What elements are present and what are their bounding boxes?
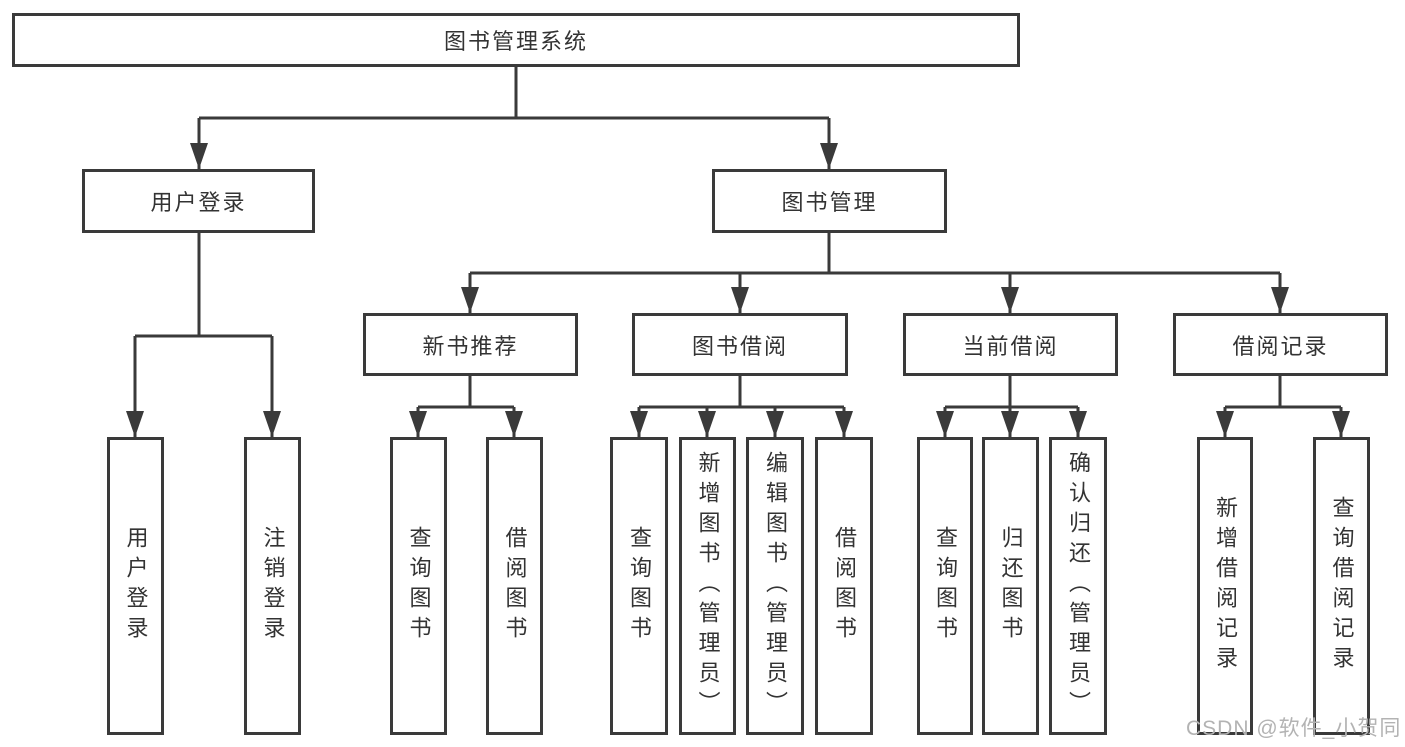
connector-new-book-branch [409, 376, 523, 437]
node-query-books-current: 查询图书 [917, 437, 973, 735]
node-user-login-action: 用户登录 [107, 437, 164, 735]
node-add-borrow-record: 新增借阅记录 [1197, 437, 1253, 735]
node-logout-action: 注销登录 [244, 437, 301, 735]
connector-book-borrowing-branch [630, 376, 853, 437]
node-query-borrow-record: 查询借阅记录 [1313, 437, 1370, 735]
node-confirm-return-admin: 确认归还（管理员） [1049, 437, 1107, 735]
node-borrow-books-borrowing: 借阅图书 [815, 437, 873, 735]
node-user-login: 用户登录 [82, 169, 315, 233]
node-borrowing-records: 借阅记录 [1173, 313, 1388, 376]
csdn-watermark: CSDN @软件_小贺同学 [1186, 717, 1402, 740]
node-query-books-borrowing: 查询图书 [610, 437, 668, 735]
node-return-books: 归还图书 [982, 437, 1039, 735]
connector-root-to-level2 [190, 67, 838, 169]
node-current-borrowing: 当前借阅 [903, 313, 1118, 376]
node-library-management-system: 图书管理系统 [12, 13, 1020, 67]
node-borrow-books-new-book: 借阅图书 [486, 437, 543, 735]
connector-user-login-branch [126, 233, 281, 437]
node-book-borrowing: 图书借阅 [632, 313, 848, 376]
node-edit-books-admin: 编辑图书（管理员） [746, 437, 804, 735]
node-book-management: 图书管理 [712, 169, 947, 233]
node-add-books-admin: 新增图书（管理员） [679, 437, 736, 735]
connector-borrowing-records-branch [1216, 376, 1350, 437]
node-query-books-new-book: 查询图书 [390, 437, 447, 735]
connector-current-borrowing-branch [936, 376, 1087, 437]
node-new-book-recommendation: 新书推荐 [363, 313, 578, 376]
connector-book-management-branch [461, 233, 1289, 313]
